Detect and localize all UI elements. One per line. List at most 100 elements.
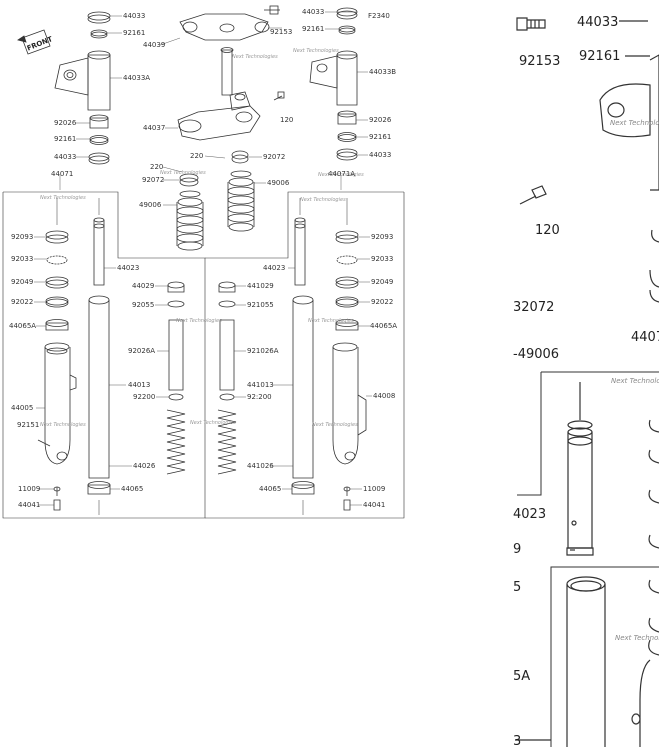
part-label: 44005 (11, 404, 33, 412)
part-label: 44013 (128, 381, 150, 389)
spacer-92026A-left (168, 319, 184, 391)
part-label: 44023 (117, 264, 139, 272)
fork-tube-44013-right (291, 295, 315, 495)
part-label: 44041 (363, 501, 385, 509)
part-label: 92161 (123, 29, 145, 37)
fork-holder-44033A (54, 50, 111, 111)
part-label: 92026 (54, 119, 77, 127)
svg-text:Next Technologies: Next Technologies (160, 170, 206, 176)
clamp-92072-right (231, 150, 249, 160)
svg-text:Next Technologies: Next Technologies (611, 377, 659, 385)
part-label: 44071A (328, 170, 355, 178)
part-label: 120 (280, 116, 293, 124)
lower-bracket-44037 (177, 91, 285, 141)
spacer-92026A-right (219, 319, 235, 391)
zoom-part-label: 5A (513, 669, 530, 684)
part-label: 92153 (270, 28, 292, 36)
zoom-part-label: 4023 (513, 507, 546, 522)
dust-boot-49006-left (176, 190, 204, 251)
zoom-part-label: 92153 (519, 54, 560, 69)
part-label: 49006 (267, 179, 290, 187)
part-label: 44033 (123, 12, 145, 20)
outer-tube-44008 (332, 342, 367, 465)
spring-44026-right (217, 409, 237, 475)
part-label: 441013 (247, 381, 274, 389)
part-label: 44065A (370, 322, 397, 330)
part-label: 44033B (369, 68, 396, 76)
part-label: 44071 (51, 170, 73, 178)
outer-tube-44005 (37, 342, 77, 465)
part-label: 92055 (132, 301, 154, 309)
part-label: 92026 (369, 116, 392, 124)
svg-text:Next Technologies: Next Technologies (40, 195, 86, 201)
part-label: 92072 (142, 176, 164, 184)
drawing-code: F2340 (368, 12, 390, 20)
zoom-labels: 44033 92153 92161 120 32072 -49006 4407 … (513, 15, 659, 747)
part-label: 44033A (123, 74, 150, 82)
dust-boot-49006-right (227, 170, 255, 232)
part-label: 92049 (371, 278, 393, 286)
zoom-part-label: 4407 (631, 330, 659, 345)
zoom-part-label: 44033 (577, 15, 618, 30)
part-label: 92161 (369, 133, 391, 141)
steering-stem-tube (221, 49, 233, 96)
fork-tube-44013-left (87, 295, 111, 495)
part-label: 92151 (17, 421, 39, 429)
part-label: 92200 (133, 393, 155, 401)
part-label: 44065A (9, 322, 36, 330)
inner-tube-44023-left (93, 217, 105, 286)
steering-stem-upper-bracket (179, 5, 280, 41)
svg-text:Next Technologies: Next Technologies (312, 422, 358, 428)
part-label: 44041 (18, 501, 40, 509)
part-label: 92033 (371, 255, 393, 263)
svg-text:Next Technologies: Next Technologies (615, 634, 659, 642)
svg-text:Next Technologies: Next Technologies (318, 172, 364, 178)
spring-44026-left (166, 409, 186, 475)
zoomed-detail (515, 17, 659, 747)
zoom-part-label: 3 (513, 734, 521, 747)
clamp-92072-left (179, 173, 199, 183)
part-label: 92161 (302, 25, 324, 33)
part-label: 220 (190, 152, 203, 160)
svg-text:Next Technologies: Next Technologies (40, 422, 86, 428)
right-fork-group-border (205, 191, 404, 259)
part-label: 44065 (259, 485, 281, 493)
svg-text:Next Technologies: Next Technologies (300, 197, 346, 203)
zoom-part-label: -49006 (513, 347, 559, 362)
part-label: 441029 (247, 282, 274, 290)
part-label: 92:200 (247, 393, 272, 401)
part-label: 921055 (247, 301, 274, 309)
inner-tube-44023-right (294, 217, 306, 286)
part-label: 11009 (363, 485, 385, 493)
zoom-part-label: 120 (535, 223, 560, 238)
zoom-part-label: 92161 (579, 49, 620, 64)
zoom-part-label: 5 (513, 580, 521, 595)
zoom-part-label: 9 (513, 542, 521, 557)
part-label: 92161 (54, 135, 76, 143)
part-label: 220 (150, 163, 163, 171)
part-label: 44033 (54, 153, 76, 161)
part-label: 44026 (133, 462, 156, 470)
part-label: 44037 (143, 124, 165, 132)
part-label: 921026A (247, 347, 279, 355)
part-label: 92022 (371, 298, 393, 306)
part-label: 44065 (121, 485, 143, 493)
fork-holder-44033B (309, 50, 358, 106)
front-arrow-marker (17, 29, 51, 55)
part-label: 92093 (371, 233, 393, 241)
part-label: 44033 (302, 8, 324, 16)
svg-text:Next Technologies: Next Technologies (190, 420, 236, 426)
part-label: 92093 (11, 233, 33, 241)
part-label: 92033 (11, 255, 33, 263)
part-label: 44029 (132, 282, 154, 290)
part-label: 11009 (18, 485, 40, 493)
svg-text:Next Technologies: Next Technologies (293, 48, 339, 54)
zoom-part-label: 32072 (513, 300, 554, 315)
part-label: 92072 (263, 153, 285, 161)
svg-text:Next Technologies: Next Technologies (232, 54, 278, 60)
part-label: 44023 (263, 264, 285, 272)
svg-text:Next Technologies: Next Technologies (308, 318, 354, 324)
part-label: 49006 (139, 201, 162, 209)
part-label: 44039 (143, 41, 165, 49)
